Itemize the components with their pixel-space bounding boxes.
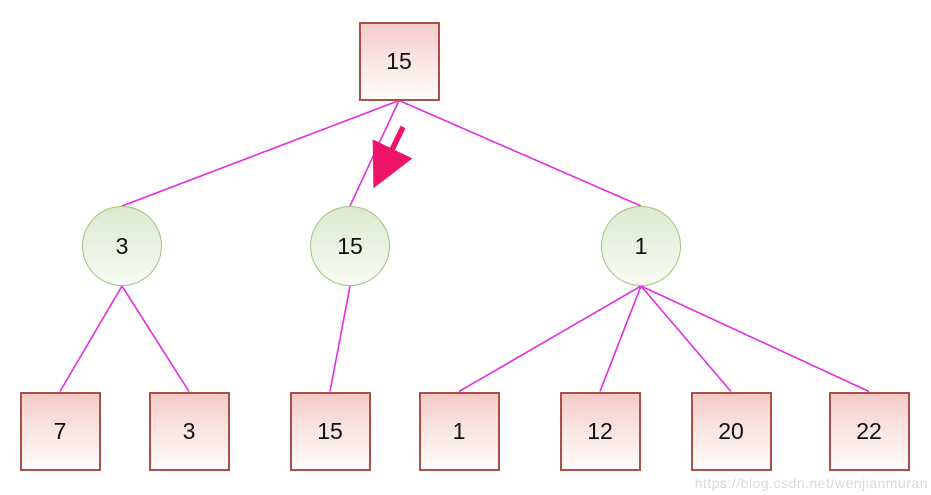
tree-node-leaf-12: 12 [559, 391, 641, 471]
watermark: https://blog.csdn.net/wenjianmuran [694, 475, 928, 491]
tree-node-leaf-3: 3 [148, 391, 230, 471]
insert-arrow [372, 125, 413, 189]
tree-edge [640, 285, 870, 393]
node-label: 15 [386, 47, 412, 74]
node-label: 15 [317, 417, 343, 444]
tree-edge [59, 285, 123, 392]
node-label: 3 [115, 232, 129, 259]
tree-node-c-1: 1 [601, 206, 681, 286]
tree-edge [458, 285, 642, 393]
tree-node-leaf-7: 7 [19, 391, 101, 471]
tree-edge [599, 285, 642, 392]
tree-node-leaf-20: 20 [690, 391, 772, 471]
node-label: 22 [856, 417, 882, 444]
node-label: 7 [53, 417, 67, 444]
tree-edge [121, 285, 190, 392]
node-label: 12 [587, 417, 613, 444]
tree-edge [640, 285, 732, 393]
node-label: 3 [182, 417, 196, 444]
node-label: 15 [337, 232, 363, 259]
tree-edge [121, 99, 400, 207]
node-label: 1 [452, 417, 466, 444]
tree-node-leaf-1: 1 [418, 391, 500, 471]
tree-node-c-3: 3 [82, 206, 162, 286]
tree-node-c-15: 15 [310, 206, 390, 286]
tree-edge [398, 99, 642, 207]
tree-node-leaf-15: 15 [289, 391, 371, 471]
tree-node-root: 15 [358, 21, 440, 101]
tree-node-leaf-22: 22 [828, 391, 910, 471]
node-label: 20 [718, 417, 744, 444]
tree-edge [329, 285, 351, 392]
node-label: 1 [634, 232, 648, 259]
